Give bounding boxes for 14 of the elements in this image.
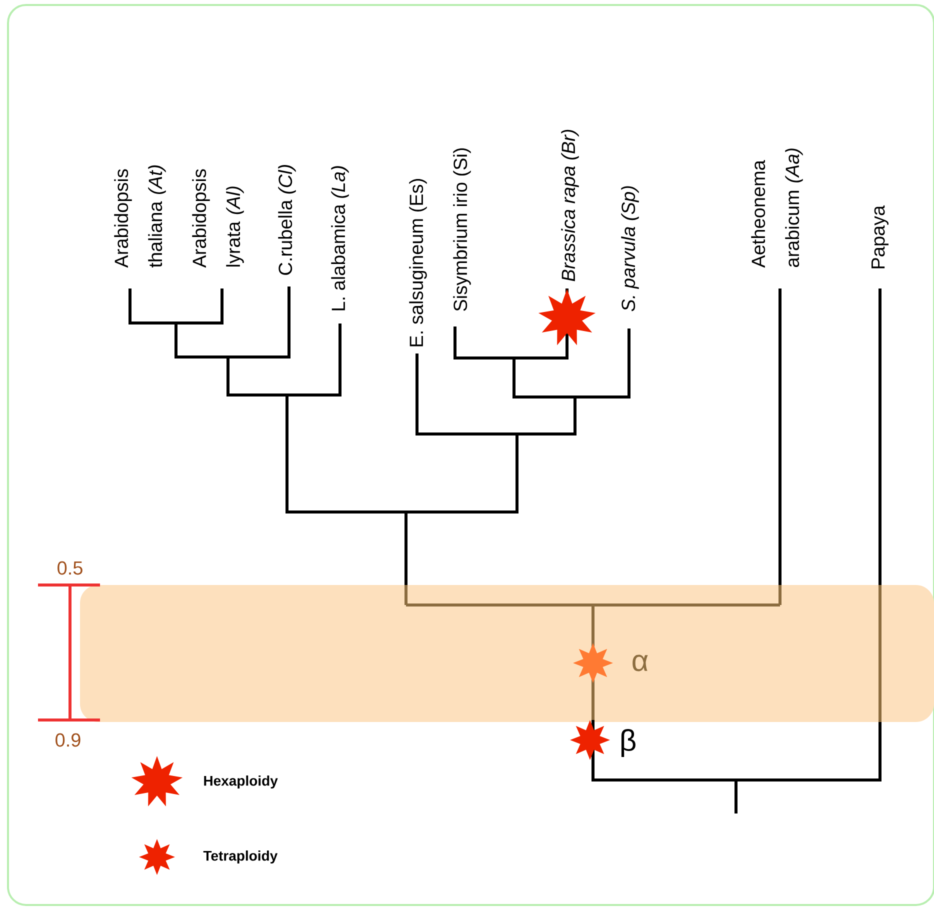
- legend-label: Tetraploidy: [203, 850, 278, 864]
- leaf-label: Papaya: [872, 205, 888, 268]
- leaf-label: Sisymbrium irio (Si): [453, 148, 471, 311]
- scale-label: 0.9: [56, 733, 80, 747]
- event-label: α: [632, 654, 648, 672]
- legend-label: Hexaploidy: [204, 775, 278, 789]
- leaf-label: E. salsugineum (Es): [409, 179, 427, 346]
- event-label: β: [621, 729, 636, 757]
- leaf-label: Aetheonema arabicum (Aa): [751, 148, 803, 268]
- scale-label: 0.5: [58, 561, 82, 575]
- leaf-label: S. parvula (Sp): [621, 186, 639, 312]
- leaf-label: C.rubella (Cl): [278, 165, 296, 275]
- leaf-label: Brassica rapa (Br): [561, 130, 579, 282]
- leaf-label: L. alabamica (La): [331, 166, 349, 310]
